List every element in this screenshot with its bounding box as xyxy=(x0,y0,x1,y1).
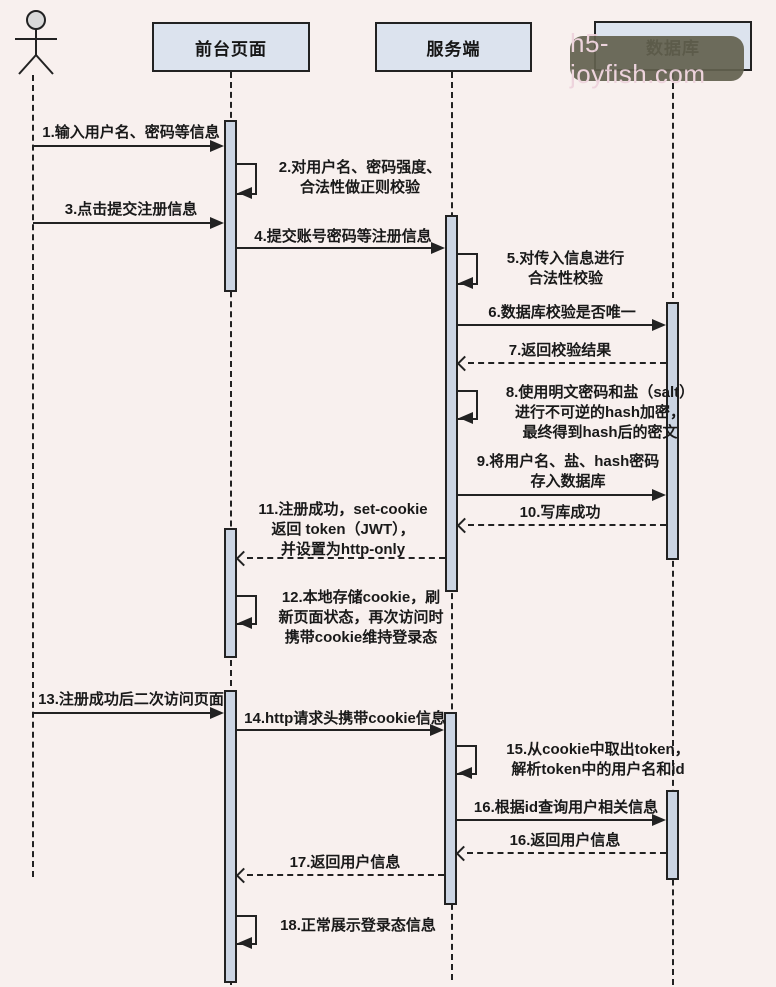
message-1-label: 1.输入用户名、密码等信息 xyxy=(42,124,220,141)
message-7-label: 7.返回校验结果 xyxy=(508,342,612,359)
message-1-line xyxy=(33,145,211,147)
message-5-label: 5.对传入信息进行 合法性校验 xyxy=(506,250,625,287)
lifeline-head-frontend: 前台页面 xyxy=(152,22,310,72)
message-13-label: 13.注册成功后二次访问页面 xyxy=(38,691,224,708)
message-3-arrowhead xyxy=(210,217,224,229)
message-12-label: 12.本地存储cookie，刷 新页面状态，再次访问时 携带cookie维持登录… xyxy=(278,589,444,646)
activation-frontend-2 xyxy=(224,528,237,658)
lifeline-label-frontend: 前台页面 xyxy=(195,39,267,59)
message-15-arrowhead xyxy=(458,767,472,779)
activation-server-1 xyxy=(445,215,458,592)
message-11-line xyxy=(247,557,445,559)
message-16b-line xyxy=(467,852,666,854)
activation-frontend-1 xyxy=(224,120,237,292)
message-14-arrowhead xyxy=(430,724,444,736)
lifeline-head-server: 服务端 xyxy=(375,22,532,72)
message-8-arrowhead xyxy=(459,412,473,424)
watermark: h5-joyfish.com xyxy=(570,28,744,89)
message-3-line xyxy=(33,222,211,224)
message-17-label: 17.返回用户信息 xyxy=(289,854,401,871)
message-10-line xyxy=(468,524,666,526)
message-9-line xyxy=(458,494,652,496)
message-6-arrowhead xyxy=(652,319,666,331)
message-14-label: 14.http请求头携带cookie信息 xyxy=(244,710,446,727)
message-9-arrowhead xyxy=(652,489,666,501)
message-4-arrowhead xyxy=(431,242,445,254)
message-11-label: 11.注册成功，set-cookie 返回 token（JWT）， 并设置为ht… xyxy=(258,501,428,558)
message-18-label: 18.正常展示登录态信息 xyxy=(280,917,436,934)
message-4-label: 4.提交账号密码等注册信息 xyxy=(254,228,432,245)
activation-frontend-3 xyxy=(224,690,237,983)
message-10-label: 10.写库成功 xyxy=(519,504,601,521)
message-9-label: 9.将用户名、盐、hash密码 存入数据库 xyxy=(476,453,660,490)
activation-database-2 xyxy=(666,790,679,880)
message-1-arrowhead xyxy=(210,140,224,152)
message-16b-label: 16.返回用户信息 xyxy=(509,832,621,849)
message-7-line xyxy=(468,362,666,364)
message-18-arrowhead xyxy=(238,937,252,949)
lifeline-user xyxy=(32,75,34,877)
message-17-line xyxy=(247,874,444,876)
message-16-label: 16.根据id查询用户相关信息 xyxy=(473,799,659,816)
message-13-line xyxy=(33,712,211,714)
message-6-line xyxy=(458,324,652,326)
message-4-line xyxy=(237,247,432,249)
message-13-arrowhead xyxy=(210,707,224,719)
message-12-arrowhead xyxy=(238,617,252,629)
message-10-arrowhead xyxy=(456,517,473,534)
message-2-label: 2.对用户名、密码强度、 合法性做正则校验 xyxy=(278,159,442,196)
message-2-arrowhead xyxy=(238,187,252,199)
activation-server-2 xyxy=(444,712,457,905)
lifeline-label-server: 服务端 xyxy=(426,39,481,59)
message-16-line xyxy=(457,819,652,821)
message-17-arrowhead xyxy=(235,867,252,884)
message-16-arrowhead xyxy=(652,814,666,826)
message-16b-arrowhead xyxy=(455,845,472,862)
activation-database-1 xyxy=(666,302,679,560)
actor-icon xyxy=(15,10,57,75)
message-14-line xyxy=(237,729,431,731)
message-5-arrowhead xyxy=(459,277,473,289)
message-8-label: 8.使用明文密码和盐（salt） 进行不可逆的hash加密， 最终得到hash后… xyxy=(505,384,695,441)
message-3-label: 3.点击提交注册信息 xyxy=(64,201,198,218)
message-15-label: 15.从cookie中取出token， 解析token中的用户名和id xyxy=(506,741,690,778)
message-6-label: 6.数据库校验是否唯一 xyxy=(488,304,636,321)
